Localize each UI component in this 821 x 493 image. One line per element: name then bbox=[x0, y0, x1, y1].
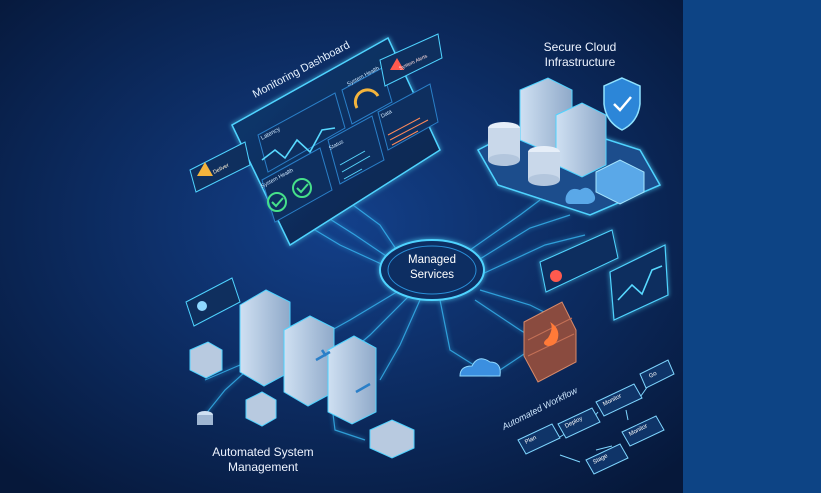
analytics-chart-card bbox=[609, 244, 669, 321]
docker-whale-icon bbox=[565, 187, 596, 204]
workflow-step-boxes bbox=[517, 359, 675, 475]
cloud-label-line1: Secure Cloud bbox=[543, 40, 617, 54]
wrench-icon bbox=[315, 349, 331, 362]
system-management-line1: Automated System bbox=[212, 445, 314, 459]
system-management-label: Automated System Management bbox=[198, 445, 328, 475]
fire-icon bbox=[544, 322, 559, 346]
monitoring-dashboard-panel bbox=[231, 36, 441, 247]
cloud-label-line2: Infrastructure bbox=[544, 55, 616, 69]
hub-label: Managed Services bbox=[392, 253, 472, 283]
system-health-gauge-widget bbox=[341, 67, 393, 125]
system-alerts-card bbox=[379, 33, 443, 87]
server-stacks bbox=[239, 289, 377, 425]
hub-label-line2: Services bbox=[409, 269, 455, 281]
server-rack-icon bbox=[519, 77, 607, 178]
check-icon-2 bbox=[292, 178, 312, 198]
workflow-step-plan: Plan bbox=[524, 435, 537, 446]
warning-triangle-icon bbox=[197, 162, 213, 176]
trend-line-icon bbox=[617, 265, 663, 301]
alert-triangle-icon bbox=[390, 58, 404, 70]
database-icon bbox=[488, 122, 560, 186]
cloud-label: Secure Cloud Infrastructure bbox=[520, 40, 640, 70]
workflow-step-go: Go bbox=[648, 371, 658, 380]
status-bars-icon bbox=[339, 150, 371, 180]
latency-line-icon bbox=[261, 127, 336, 161]
firewall bbox=[523, 301, 577, 383]
gauge-icon bbox=[353, 88, 380, 109]
cloud-icon bbox=[459, 358, 501, 377]
alert-dot-icon bbox=[550, 270, 562, 282]
container-boxes-icon bbox=[595, 159, 645, 205]
code-lines-icon bbox=[387, 117, 429, 146]
side-panel bbox=[683, 0, 821, 493]
hub-label-line1: Managed bbox=[408, 254, 456, 266]
managed-services-hub bbox=[379, 239, 485, 301]
cloud-infrastructure bbox=[476, 77, 662, 216]
shield-icon bbox=[603, 77, 641, 131]
system-management-line2: Management bbox=[227, 460, 299, 474]
user-icon bbox=[197, 301, 207, 311]
alert-card bbox=[539, 229, 619, 293]
data-widget bbox=[377, 83, 439, 151]
profile-card bbox=[185, 277, 241, 327]
wrench-icon-2 bbox=[355, 382, 371, 394]
data-label: Data bbox=[380, 109, 394, 120]
status-widget bbox=[327, 115, 385, 185]
latency-widget bbox=[257, 92, 346, 173]
network-diagram: Monitoring Dashboard Latency System Heal… bbox=[0, 0, 683, 493]
check-icon bbox=[267, 192, 287, 212]
deploy-warning-card bbox=[189, 141, 251, 193]
node-boxes bbox=[189, 341, 415, 459]
